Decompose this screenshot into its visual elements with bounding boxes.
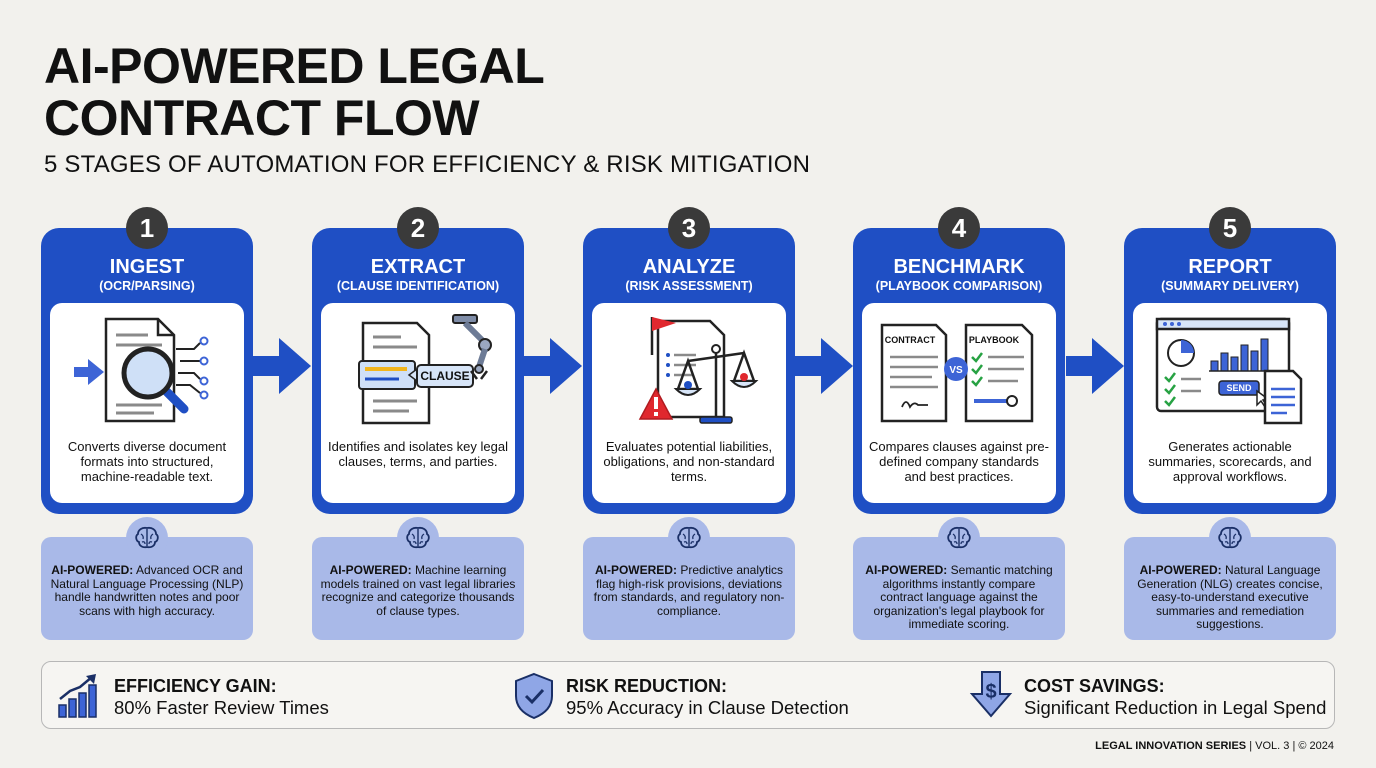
title-line-1: AI-POWERED LEGAL: [44, 38, 545, 94]
series-name: LEGAL INNOVATION SERIES: [1095, 740, 1247, 752]
metric-value: 95% Accuracy in Clause Detection: [566, 697, 849, 718]
risk-scale-icon: [638, 317, 759, 424]
ai-powered-text: AI-POWERED: Machine learning models trai…: [320, 563, 516, 618]
title-line-2: CONTRACT FLOW: [44, 90, 480, 146]
clause-label: CLAUSE: [420, 369, 469, 383]
separator: |: [1292, 740, 1296, 752]
stage-title: ANALYZE: [642, 256, 736, 278]
separator: |: [1249, 740, 1253, 752]
bar-chart-trend-icon: [58, 674, 97, 718]
stage-card: REPORT (SUMMARY DELIVERY): [1124, 228, 1336, 514]
svg-text:$: $: [985, 681, 996, 703]
ai-label: AI-POWERED:: [329, 563, 412, 577]
ai-detail: Predictive analytics flag high-risk prov…: [593, 563, 785, 618]
stage-description: Converts diverse document formats into s…: [67, 439, 227, 484]
stage-card: EXTRACT (CLAUSE IDENTIFICATION) CLAUSE: [312, 228, 524, 514]
stage-title: EXTRACT: [370, 256, 466, 278]
ai-powered-text: AI-POWERED: Predictive analytics flag hi…: [591, 563, 787, 618]
brain-icon: [397, 517, 439, 559]
metric-label: RISK REDUCTION:: [566, 676, 727, 696]
contract-label: CONTRACT: [885, 335, 936, 345]
stage-description: Identifies and isolates key legal clause…: [328, 439, 508, 469]
send-label: SEND: [1226, 383, 1252, 393]
metric-value: 80% Faster Review Times: [114, 697, 329, 718]
stage-subtitle: (RISK ASSESSMENT): [625, 279, 753, 293]
ai-detail: Advanced OCR and Natural Language Proces…: [50, 563, 244, 618]
metric-label: COST SAVINGS:: [1024, 676, 1165, 696]
stage-title: INGEST: [109, 256, 185, 278]
stage-number-badge: 3: [668, 207, 710, 249]
page-title: AI-POWERED LEGAL CONTRACT FLOW: [44, 40, 744, 144]
brain-icon: [126, 517, 168, 559]
stage-inner-panel: CONTRACT PLAYBOOK VS Compares clau: [862, 303, 1056, 503]
flow-arrow-icon: [795, 338, 853, 394]
ai-powered-text: AI-POWERED: Advanced OCR and Natural Lan…: [49, 563, 245, 618]
stage-benchmark: 4 BENCHMARK (PLAYBOOK COMPARISON) CONTRA…: [853, 207, 1065, 640]
brain-icon: [938, 517, 980, 559]
ai-detail: Natural Language Generation (NLG) create…: [1137, 563, 1323, 631]
ai-label: AI-POWERED:: [51, 563, 134, 577]
stage-number-badge: 5: [1209, 207, 1251, 249]
stage-card: BENCHMARK (PLAYBOOK COMPARISON) CONTRACT…: [853, 228, 1065, 514]
ai-label: AI-POWERED:: [865, 563, 948, 577]
ai-powered-text: AI-POWERED: Natural Language Generation …: [1132, 563, 1328, 632]
series-footer: LEGAL INNOVATION SERIES | VOL. 3 | © 202…: [1095, 740, 1334, 752]
shield-check-icon: [515, 672, 553, 720]
page-subtitle: 5 STAGES OF AUTOMATION FOR EFFICIENCY & …: [44, 151, 811, 178]
dashboard-report-send-icon: SEND: [1155, 317, 1303, 425]
metrics-panel: EFFICIENCY GAIN: 80% Faster Review Times…: [41, 661, 1335, 729]
vs-label: VS: [949, 365, 963, 376]
stage-inner-panel: Converts diverse document formats into s…: [50, 303, 244, 503]
stage-report: 5 REPORT (SUMMARY DELIVERY): [1124, 207, 1336, 640]
copyright: © 2024: [1298, 740, 1334, 752]
stage-number-badge: 4: [938, 207, 980, 249]
playbook-label: PLAYBOOK: [969, 335, 1020, 345]
stage-extract: 2 EXTRACT (CLAUSE IDENTIFICATION) CLAUSE: [312, 207, 524, 640]
stage-description: Generates actionable summaries, scorecar…: [1148, 439, 1312, 484]
volume: VOL. 3: [1255, 740, 1290, 752]
flow-arrow-icon: [524, 338, 582, 394]
stage-subtitle: (SUMMARY DELIVERY): [1161, 279, 1299, 293]
ai-detail: Machine learning models trained on vast …: [320, 563, 516, 618]
ai-label: AI-POWERED:: [594, 563, 677, 577]
brain-icon: [668, 517, 710, 559]
stage-analyze: 3 ANALYZE (RISK ASSESSMENT): [583, 207, 795, 640]
metric-value: Significant Reduction in Legal Spend: [1024, 697, 1327, 718]
flow-arrow-icon: [253, 338, 311, 394]
dollar-down-arrow-icon: $: [969, 671, 1013, 718]
stage-inner-panel: Evaluates potential liabilities, obligat…: [592, 303, 786, 503]
stage-number-badge: 1: [126, 207, 168, 249]
document-magnifier-icon: [74, 317, 209, 423]
stage-description: Compares clauses against pre-defined com…: [869, 439, 1049, 484]
metric-label: EFFICIENCY GAIN:: [114, 676, 277, 696]
brain-icon: [1209, 517, 1251, 559]
stage-number-badge: 2: [397, 207, 439, 249]
contract-vs-playbook-icon: CONTRACT PLAYBOOK VS: [880, 323, 1034, 423]
ai-label: AI-POWERED:: [1139, 563, 1222, 577]
stage-description: Evaluates potential liabilities, obligat…: [603, 439, 775, 484]
stage-title: BENCHMARK: [893, 256, 1025, 278]
stage-inner-panel: SEND Generates actionable summaries, sco…: [1133, 303, 1327, 503]
stage-subtitle: (OCR/PARSING): [99, 279, 195, 293]
document-clause-robot-arm-icon: CLAUSE: [358, 314, 492, 425]
stage-subtitle: (PLAYBOOK COMPARISON): [875, 279, 1043, 293]
ai-powered-text: AI-POWERED: Semantic matching algorithms…: [861, 563, 1057, 632]
stage-title: REPORT: [1188, 256, 1272, 278]
stage-subtitle: (CLAUSE IDENTIFICATION): [336, 279, 500, 293]
stage-card: INGEST (OCR/PARSING): [41, 228, 253, 514]
stage-card: ANALYZE (RISK ASSESSMENT): [583, 228, 795, 514]
stage-ingest: 1 INGEST (OCR/PARSING): [41, 207, 253, 640]
ai-detail: Semantic matching algorithms instantly c…: [873, 563, 1053, 631]
stage-inner-panel: CLAUSE Identifies and isolates key legal…: [321, 303, 515, 503]
flow-arrow-icon: [1066, 338, 1124, 394]
